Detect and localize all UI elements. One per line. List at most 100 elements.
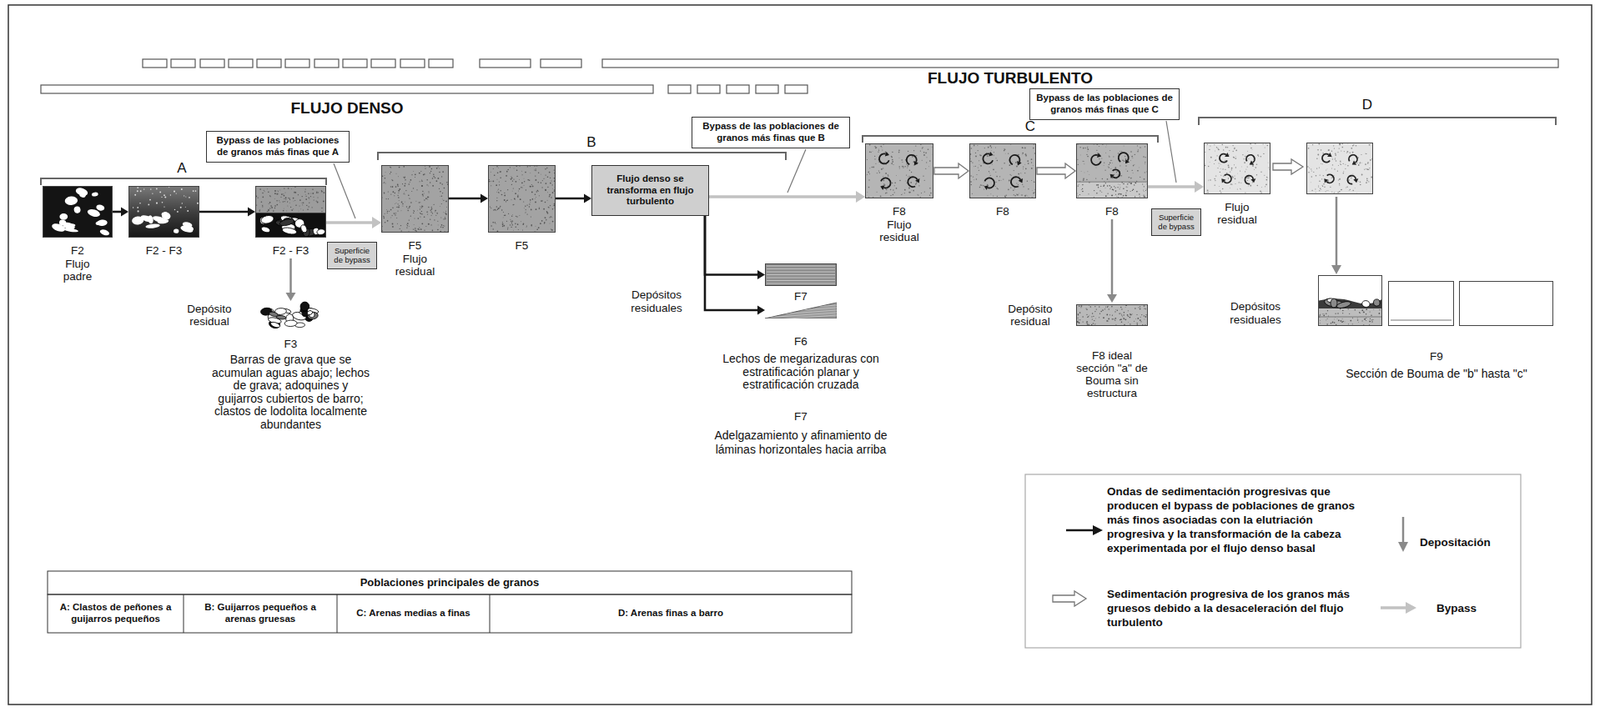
sediment-illustration [1388,281,1455,327]
sediment-illustration [255,186,327,238]
sediment-illustration [764,263,837,287]
legend-text: Bypass [1436,601,1512,616]
sediment-illustration [128,186,200,238]
facies-code: F8 [1084,205,1140,218]
facies-code: F7 [773,290,829,303]
sediment-illustration [381,165,449,233]
sediment-illustration [969,143,1037,199]
sediment-illustration [488,165,556,233]
sediment-illustration [1203,142,1271,195]
facies-description: Adelgazamiento y afinamiento de láminas … [696,428,906,458]
flow-square: F5Flujo residual [381,165,449,278]
sediment-illustration [42,186,113,238]
sediment-illustration [1076,304,1148,327]
flow-arrow [704,216,765,280]
box-text: Flujo denso se transforma en flujo turbu… [596,173,705,208]
sediment-illustration [1306,142,1374,195]
flow-square: F2 - F3 [128,186,200,257]
flow-square: Flujo residual [1203,142,1271,227]
box-text: Superficie de bypass [332,246,373,266]
facies-code: F7 [775,410,826,424]
sediment-illustration [1306,142,1374,195]
legend-text: Sedimentación progresiva de los granos m… [1106,587,1366,630]
deposit-sample: Depósito residualF3Barras de grava que s… [171,301,327,432]
deposit-label: Depósitos residuales [614,288,699,316]
hollow-arrow [1036,163,1076,179]
flow-arrow [709,191,866,203]
facies-caption: F8 ideal sección "a" de Bouma sin estruc… [1071,349,1153,400]
flow-square: F8 [1076,143,1148,218]
deposit-heading: Depósito residual [992,302,1068,328]
box-text: Bypass de las poblaciones de granos más … [211,135,345,159]
box-text: Bypass de las poblaciones de granos más … [696,120,846,145]
facies-code: F2 - F3 [263,244,319,257]
sediment-illustration [1076,143,1148,199]
sediment-illustration [764,301,837,319]
sediment-illustration [764,263,837,287]
facies-code: F8 [975,205,1031,218]
box-text: Bypass de las poblaciones de granos más … [1034,92,1175,116]
transformation-box: Flujo denso se transforma en flujo turbu… [591,165,710,217]
flow-square: F8Flujo residual [865,143,934,244]
deposit-label: Depósitos residuales [1213,300,1298,328]
table-cell: C: Arenas medias a finas [356,608,470,620]
table-grid [47,571,852,634]
table-cell: D: Arenas finas a barro [618,608,724,620]
sediment-illustration [1459,281,1554,327]
bypass-surface-tag: Superficie de bypass [327,241,378,270]
sediment-illustration [255,186,327,238]
sediment-illustration [381,165,449,233]
flow-regime-title: FLUJO TURBULENTO [876,70,1144,87]
facies-code: F2 [50,244,106,257]
bypass-surface-tag: Superficie de bypass [1151,208,1202,237]
sediment-illustration [865,143,934,199]
facies-code: F6 [773,335,829,348]
sediment-illustration [128,186,200,238]
flow-arrow [112,207,129,217]
sediment-illustration [969,143,1037,199]
facies-caption: Lechos de megarizaduras con estratificac… [719,352,883,393]
facies-caption: Flujo residual [871,218,927,244]
bypass-callout: Bypass de las poblaciones de granos más … [691,116,851,149]
table-header: Poblaciones principales de granos [360,576,540,590]
leader-line [333,120,1177,219]
table-cell: A: Clastos de peñones a guijarros pequeñ… [52,602,179,626]
sediment-illustration [1459,281,1554,327]
box-text: Superficie de bypass [1156,212,1197,232]
sediment-illustration [255,301,327,330]
flow-arrow [286,258,297,302]
facies-code: F5 [494,239,550,252]
sediment-illustration [865,143,934,199]
flow-regime-bar [40,59,1559,94]
flow-arrow [448,194,489,204]
facies-code: F9 [1411,350,1462,364]
bypass-callout: Bypass de las poblaciones de granos más … [206,130,350,163]
sediment-illustration [1076,304,1148,327]
population-letter: B [578,135,604,151]
sediment-illustration [1318,275,1383,327]
sediment-illustration [42,186,113,238]
facies-caption: Barras de grava que se acumulan aguas ab… [211,353,371,432]
facies-caption: Flujo residual [1209,201,1265,227]
flow-arrow [1147,181,1204,193]
facies-caption: Flujo padre [50,257,106,283]
sediment-illustration [1318,275,1383,327]
flow-square: F2Flujo padre [42,186,113,283]
population-letter: A [169,161,195,177]
bypass-callout: Bypass de las poblaciones de granos más … [1029,88,1180,121]
table-cell: B: Guijarros pequeños a arenas gruesas [188,602,333,626]
flow-arrow [704,216,765,316]
flow-arrow [199,207,256,217]
sediment-illustration [488,165,556,233]
facies-caption: Flujo residual [387,252,443,278]
sediment-illustration [764,301,837,319]
hollow-arrow [934,163,969,179]
sediment-illustration [1203,142,1271,195]
legend-text: Ondas de sedimentación progresivas que p… [1106,484,1366,556]
deposit-sample: F7 [764,263,837,303]
flow-arrow [1106,219,1117,303]
facies-code: F3 [263,337,319,351]
flow-square: F2 - F3 [255,186,327,257]
sediment-illustration [1076,143,1148,199]
